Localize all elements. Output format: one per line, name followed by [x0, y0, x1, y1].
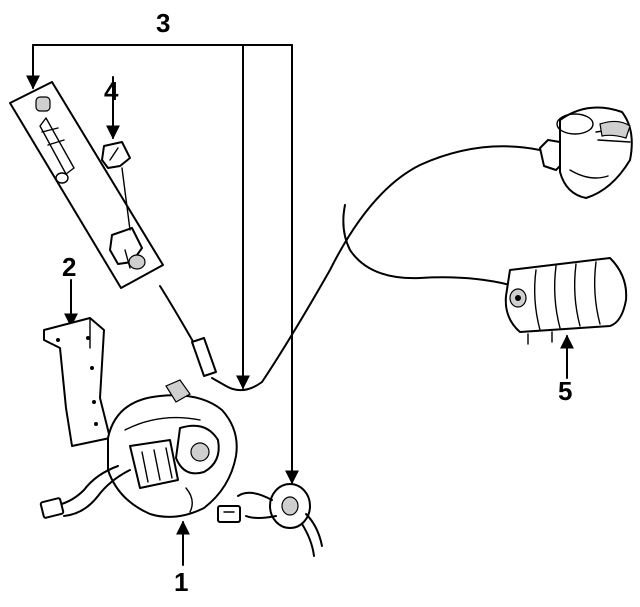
callout-3-label: 3 [156, 8, 170, 38]
callout-5-label: 5 [558, 376, 572, 406]
vapor-canister-part-5 [504, 257, 628, 379]
callout-2-label: 2 [62, 252, 76, 282]
vacuum-actuator [539, 106, 633, 199]
control-cable [159, 145, 541, 392]
callout-3-bracket [26, 44, 299, 485]
callout-1-label: 1 [174, 567, 188, 597]
callout-4-label: 4 [104, 76, 119, 106]
bracket-part-2 [43, 279, 111, 447]
housing-assembly-part-1 [39, 379, 238, 566]
diaphragm-switch [217, 483, 323, 557]
clip-part-4 [101, 76, 131, 231]
lock-kit-panel [9, 81, 164, 289]
